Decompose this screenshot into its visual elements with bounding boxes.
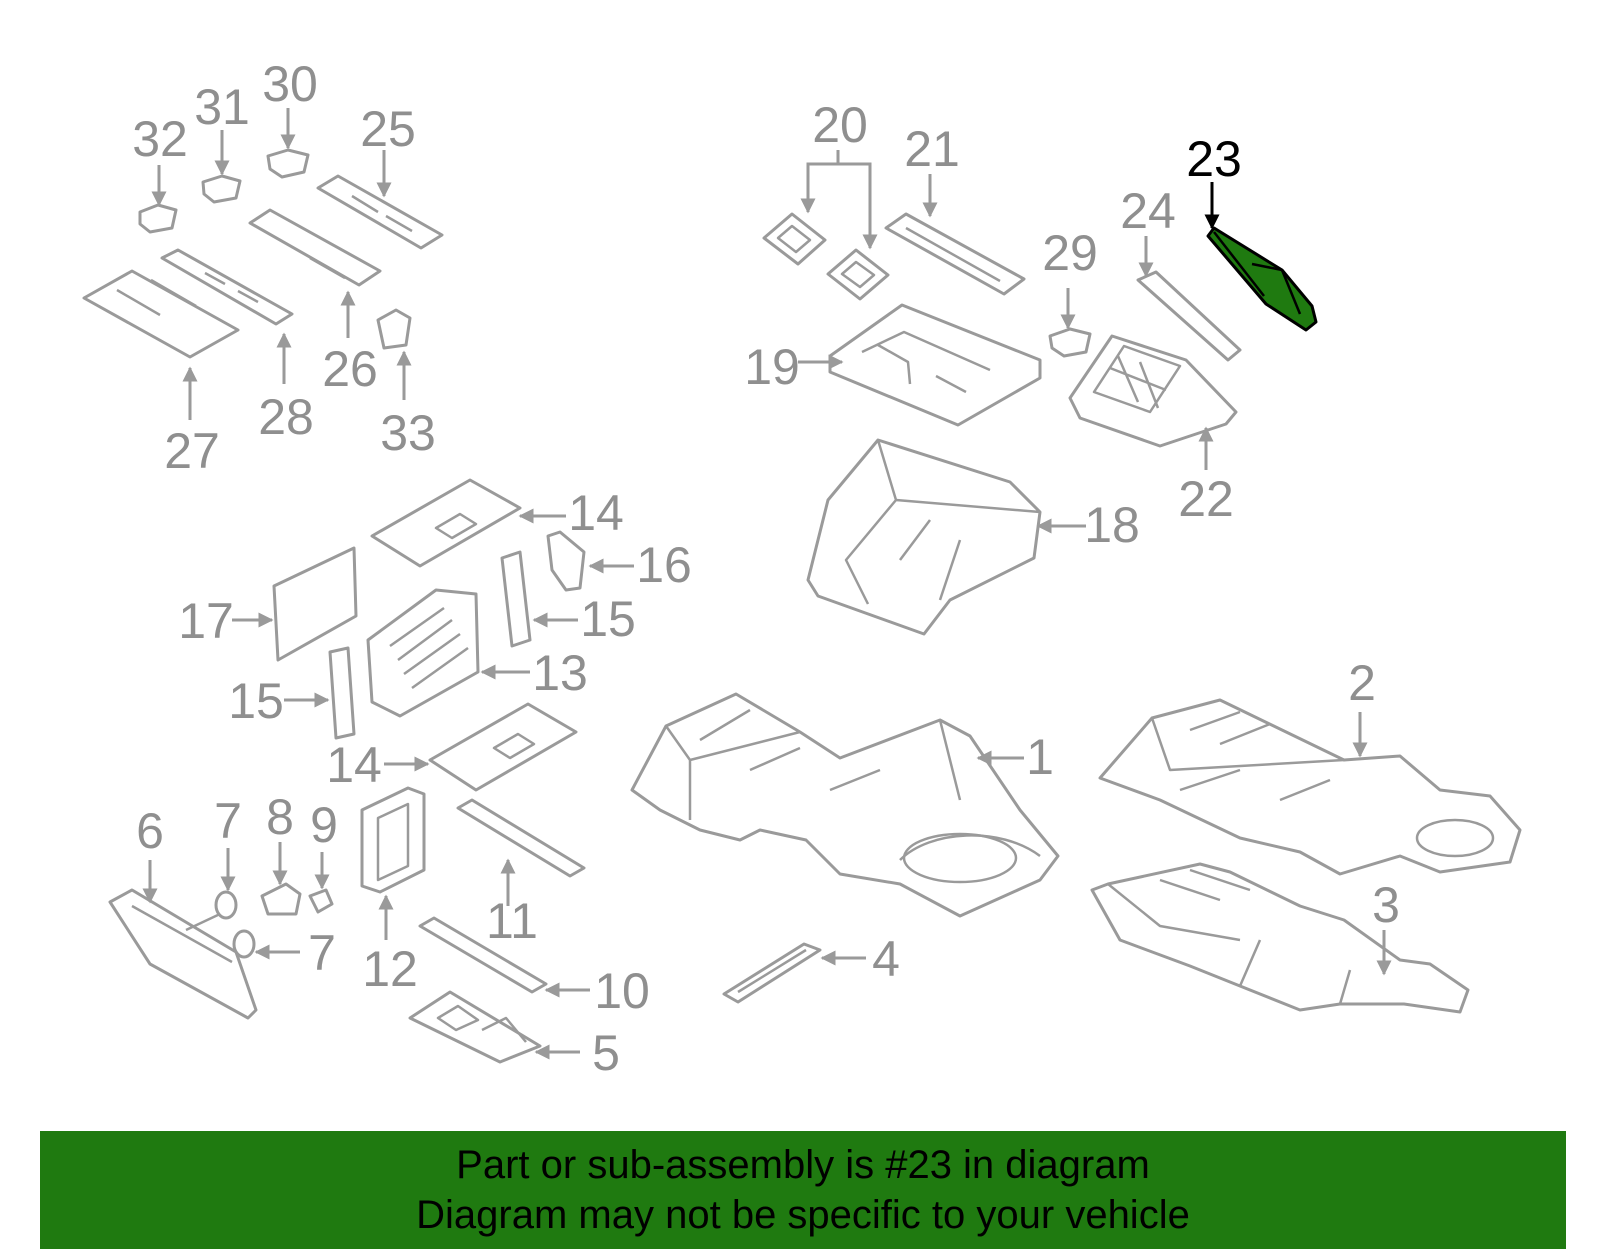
callout-19: 19 [744,339,800,395]
callout-3: 3 [1372,877,1400,933]
part-29-clip [1048,327,1092,358]
part-7-ring-lower [232,929,256,959]
callout-26: 26 [322,341,378,397]
callout-30: 30 [262,56,318,112]
callout-12: 12 [362,941,418,997]
callout-1: 1 [1026,729,1054,785]
part-32-clip [138,203,178,234]
callout-4: 4 [872,931,900,987]
part-3-housing [1090,862,1470,1014]
banner-disclaimer-line: Diagram may not be specific to your vehi… [416,1193,1190,1237]
part-23-highlighted [1206,226,1318,332]
part-30-clip [266,148,310,179]
part-20-gasket-b [826,248,890,301]
part-1-housing [630,692,1060,918]
callout-15-upper: 15 [580,591,636,647]
callout-8: 8 [266,789,294,845]
part-17-plate [272,546,358,662]
part-7-ring-upper [214,890,238,920]
callout-9: 9 [310,797,338,853]
part-6-duct [108,888,258,1020]
callout-7-upper: 7 [214,793,242,849]
callout-17: 17 [178,593,234,649]
callout-16: 16 [636,537,692,593]
callout-14-lower: 14 [326,737,382,793]
callout-32: 32 [132,111,188,167]
part-33-clip [376,308,412,350]
callout-10: 10 [594,963,650,1019]
part-25-flap [316,174,444,250]
part-9-cap [308,888,334,914]
part-18-housing [806,438,1042,636]
part-11-strip [456,798,586,878]
part-15-lower-strip [328,646,356,740]
banner-part-line: Part or sub-assembly is #23 in diagram [456,1143,1150,1187]
callout-14-upper: 14 [568,485,624,541]
part-20-gasket-a [762,212,827,266]
part-8-block [260,882,302,916]
part-28-flap [160,248,294,326]
part-19-cover [828,303,1042,427]
callout-20: 20 [812,97,868,153]
part-12-frame [360,786,426,894]
callout-27: 27 [164,423,220,479]
callout-6: 6 [136,803,164,859]
part-14-lower-plate [428,702,578,792]
callout-13: 13 [532,645,588,701]
callout-24: 24 [1120,183,1176,239]
part-4-strip [722,942,822,1004]
part-16-bracket [546,530,586,592]
info-banner: Part or sub-assembly is #23 in diagram D… [40,1131,1566,1249]
callout-11: 11 [486,893,538,949]
part-21-seal [884,212,1026,296]
callout-22: 22 [1178,471,1234,527]
part-24-seal [1136,270,1242,362]
callout-29: 29 [1042,225,1098,281]
callout-33: 33 [380,405,436,461]
exploded-parts-diagram: 32 31 30 25 26 27 28 33 20 21 19 29 24 2… [82,56,1522,1081]
part-26-flap [248,208,382,287]
part-5-panel [408,990,542,1064]
part-15-upper-strip [500,550,532,648]
callout-18: 18 [1084,497,1140,553]
callout-21: 21 [904,121,960,177]
callout-5: 5 [592,1025,620,1081]
callout-15-lower: 15 [228,673,284,729]
callout-2: 2 [1348,655,1376,711]
callout-7-lower: 7 [308,925,336,981]
part-31-clip [201,174,242,204]
callout-31: 31 [194,79,250,135]
callout-25: 25 [360,101,416,157]
callout-28: 28 [258,389,314,445]
callout-23-highlighted: 23 [1186,131,1242,187]
